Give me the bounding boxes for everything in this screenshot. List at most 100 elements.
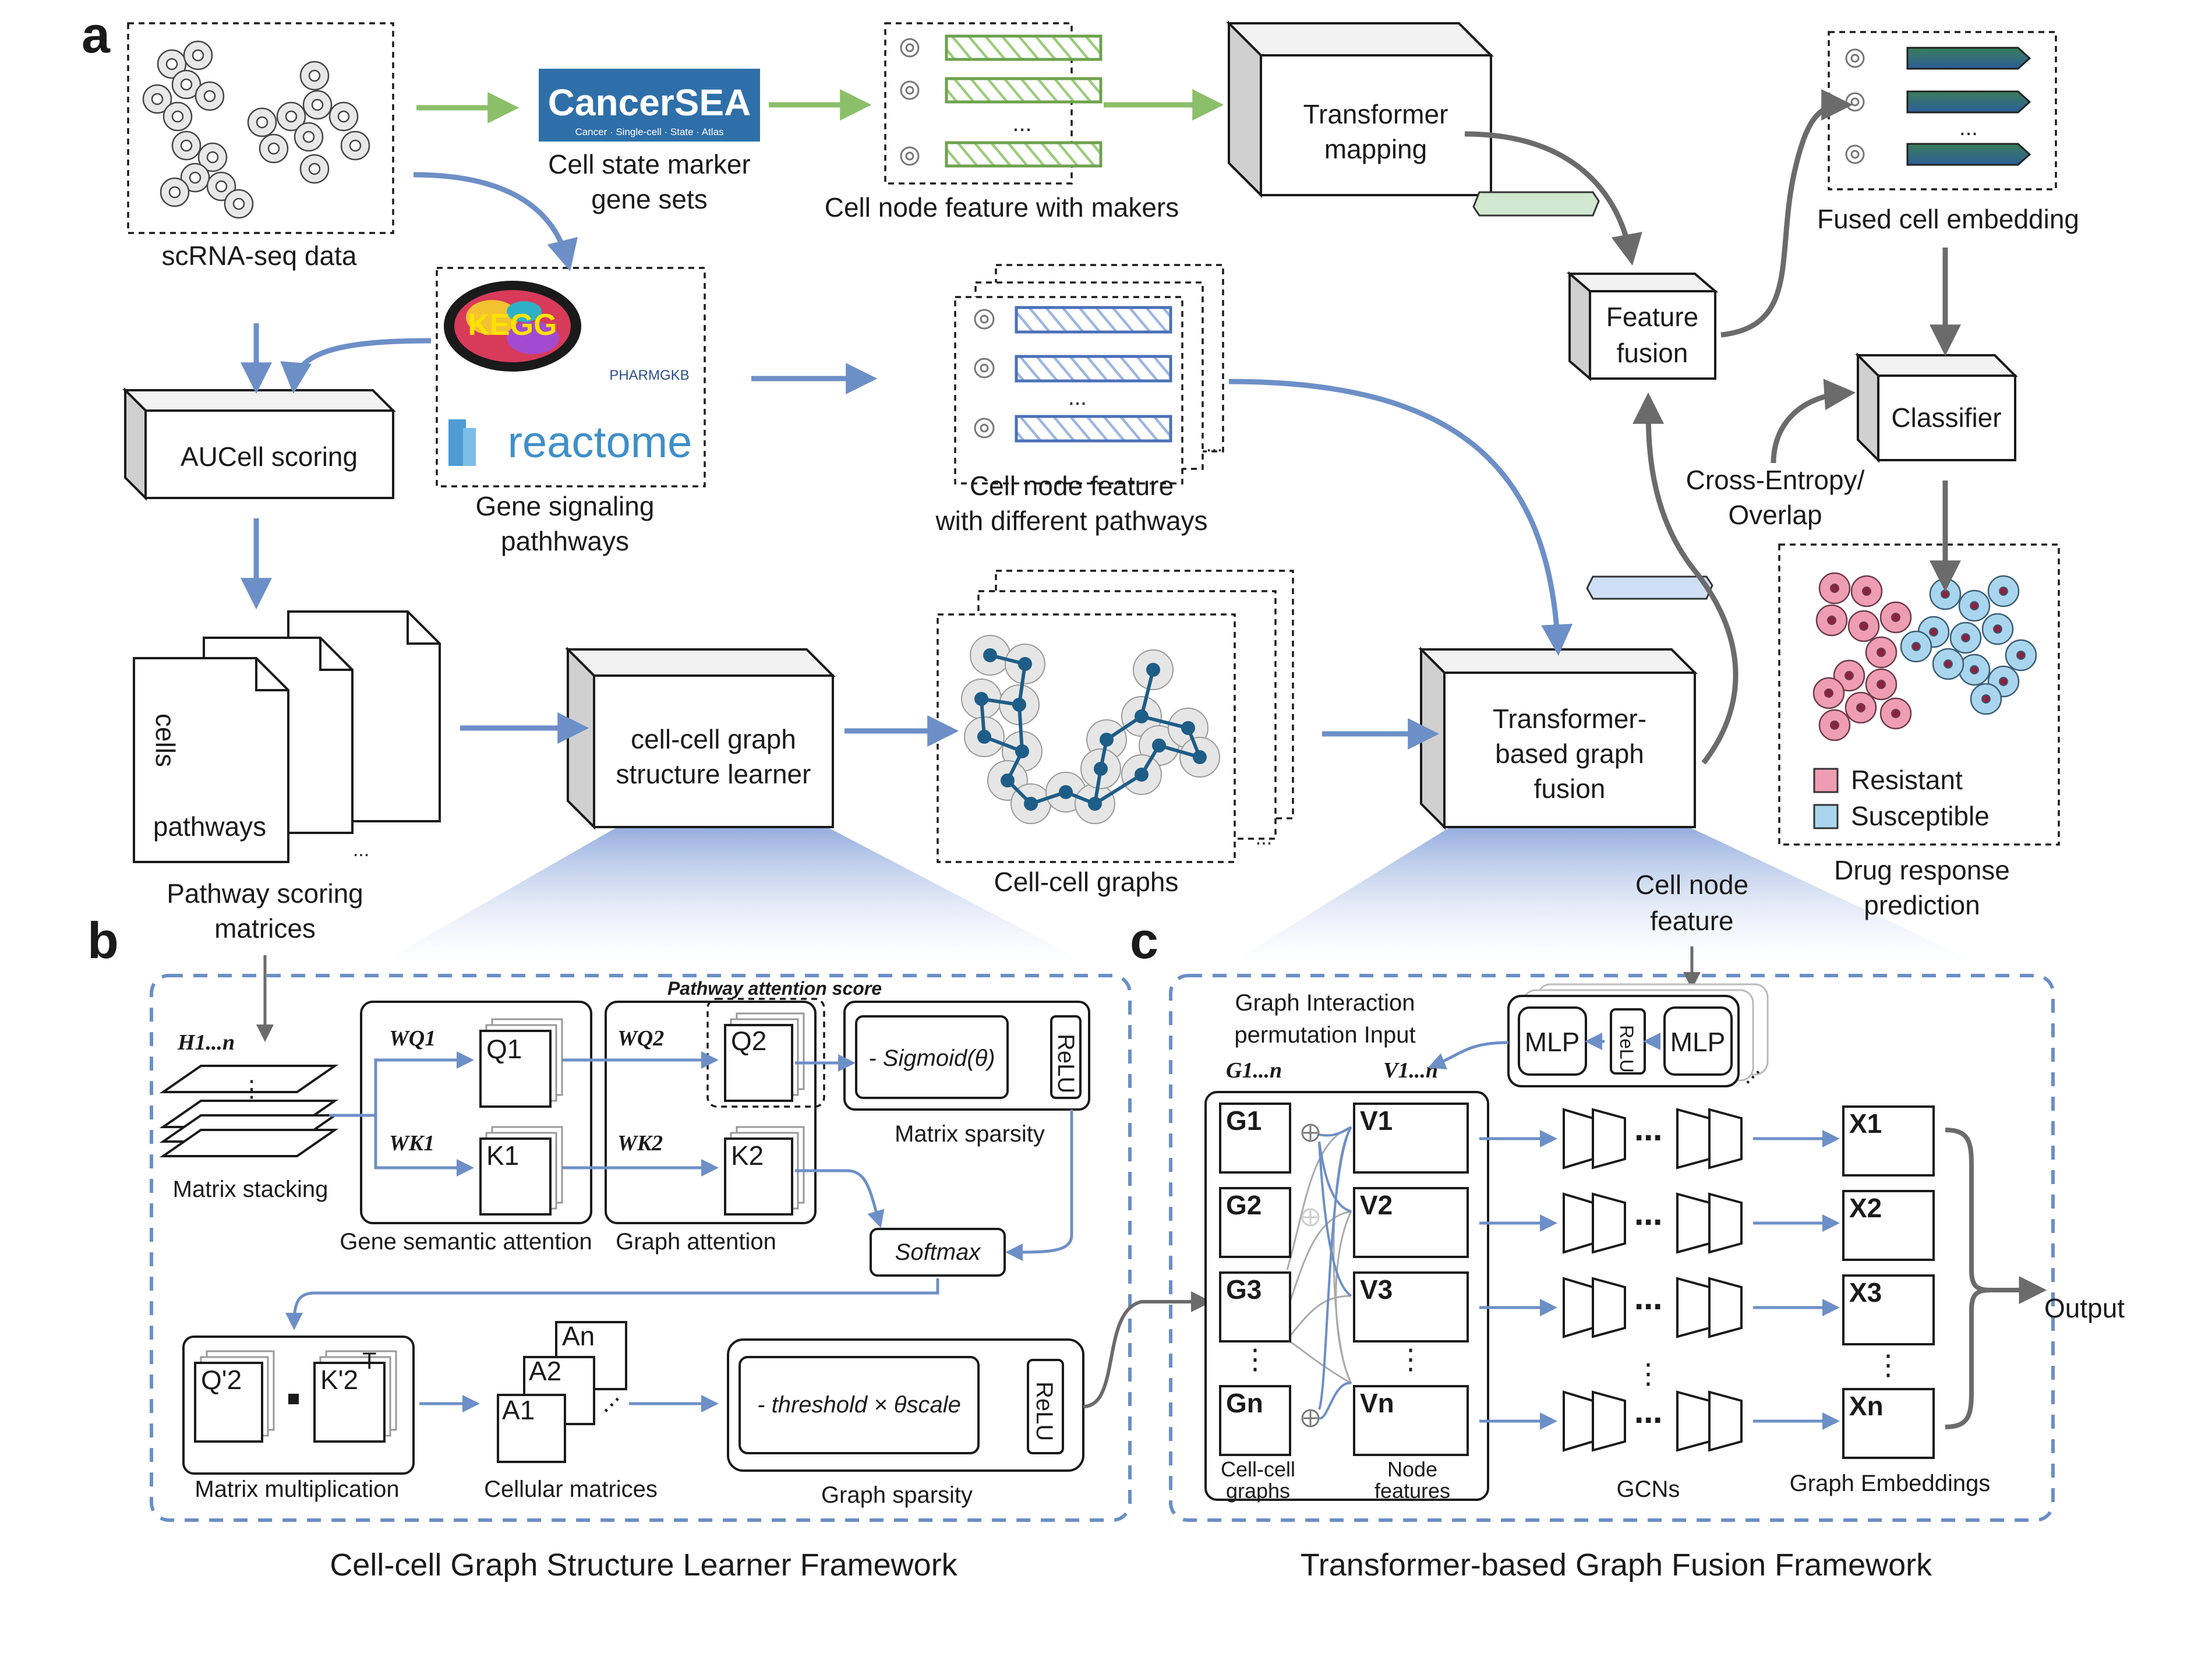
matrix-cells-label: cells	[150, 713, 181, 767]
graph-attention-arrows	[562, 1051, 719, 1177]
svg-text:reactome: reactome	[508, 418, 692, 467]
svg-text:⋯: ⋯	[1634, 1207, 1662, 1238]
scoring-label-line2: matrices	[214, 913, 316, 944]
scoring-matrices	[133, 610, 441, 863]
graph-learner-line1: cell-cell graph	[631, 724, 796, 754]
aucell-block	[122, 387, 396, 501]
gene-attention-label: Gene semantic attention	[340, 1229, 592, 1255]
k1-stack	[479, 1126, 563, 1216]
svg-text:⋮: ⋮	[240, 1076, 263, 1102]
fused-embedding-ellipsis: ...	[1959, 116, 1978, 140]
an-label: An	[562, 1321, 595, 1351]
a1-label: A1	[502, 1395, 535, 1425]
v2-label: V2	[1360, 1190, 1393, 1220]
node-items	[1353, 1103, 1469, 1456]
graph-fusion-block	[1418, 646, 1698, 830]
loss-label-line2: Overlap	[1728, 500, 1822, 530]
learner-fan	[379, 827, 1089, 964]
matrix-stack-icon: ⋮	[159, 1065, 339, 1157]
node-items-dots: ⋮	[1397, 1344, 1425, 1375]
svg-text:Cancer · Single-cell · State ·: Cancer · Single-cell · State · Atlas	[575, 126, 723, 137]
feature-fusion-line2: fusion	[1617, 338, 1688, 368]
x1-label: X1	[1849, 1108, 1882, 1139]
graph-items-dots: ⋮	[1241, 1344, 1269, 1375]
node-features-line1: Node	[1387, 1457, 1437, 1481]
q2p-label: Q'2	[201, 1365, 242, 1395]
softmax-label: Softmax	[895, 1239, 982, 1265]
pathway-feature-label-line1: Cell node feature	[970, 471, 1174, 501]
pathway-embedding-bar	[1586, 575, 1713, 600]
panel-c-caption: Transformer-based Graph Fusion Framework	[1301, 1548, 1932, 1582]
relu-label-b1: ReLU	[1053, 1034, 1079, 1093]
interaction-plus-icons	[1301, 1124, 1320, 1428]
svg-text:⋯: ⋯	[1634, 1405, 1662, 1436]
attention-score-highlight	[706, 998, 825, 1108]
marker-feature-panel	[884, 22, 1103, 185]
k2p-label: K'2	[320, 1365, 358, 1395]
grey-arrows-panel-a	[1464, 89, 1961, 765]
relu-label-b2: ReLU	[1031, 1382, 1057, 1441]
svg-text:⋮: ⋮	[1634, 1359, 1662, 1390]
transformer-mapping-block	[1226, 20, 1494, 198]
q1-label: Q1	[486, 1034, 522, 1064]
cellular-matrices-label: Cellular matrices	[484, 1476, 658, 1502]
panel-label-b: b	[87, 912, 119, 969]
signaling-label-line1: Gene signaling	[476, 491, 655, 521]
softmax-arrows	[285, 1110, 1073, 1331]
svg-text:⋯: ⋯	[594, 1387, 628, 1422]
matrices-ellipsis: ...	[353, 839, 369, 861]
k2-label: K2	[731, 1140, 764, 1171]
svg-text:KEGG: KEGG	[468, 308, 557, 342]
g3-label: G3	[1226, 1274, 1262, 1305]
cell-graphs-panel	[937, 570, 1294, 863]
v3-label: V3	[1360, 1274, 1393, 1305]
interaction-label-line2: permutation Input	[1234, 1022, 1415, 1048]
fused-embedding-label: Fused cell embedding	[1817, 204, 2079, 234]
threshold-box	[738, 1356, 980, 1454]
embedding-items	[1842, 1105, 1935, 1459]
green-arrows	[416, 89, 1224, 123]
svg-text:CancerSEA: CancerSEA	[548, 82, 751, 123]
g1-label: G1	[1226, 1105, 1262, 1136]
prediction-label-line1: Drug response	[1834, 855, 2010, 885]
interaction-links	[1286, 1126, 1352, 1384]
cancersea-logo: CancerSEA Cancer · Single-cell · State ·…	[539, 69, 760, 142]
classifier-label: Classifier	[1891, 402, 2001, 433]
svg-text:⋯: ⋯	[1634, 1292, 1662, 1323]
matrix-stacking-label: Matrix stacking	[173, 1177, 328, 1202]
q2-stack	[724, 1012, 805, 1102]
fused-embedding-panel	[1828, 31, 2057, 190]
panel-b-caption: Cell-cell Graph Structure Learner Framew…	[330, 1548, 957, 1582]
signaling-label-line2: pathhways	[501, 526, 629, 556]
graph-items	[1219, 1103, 1291, 1456]
embedding-dots: ⋮	[1874, 1350, 1902, 1381]
x2-label: X2	[1849, 1193, 1882, 1223]
gene-attention-arrows	[329, 1051, 475, 1177]
threshold-label: - threshold × θscale	[757, 1392, 961, 1418]
svg-text:PHARMGKB: PHARMGKB	[609, 368, 689, 383]
graph-learner-block	[565, 646, 836, 830]
mlp-label-2: MLP	[1670, 1027, 1726, 1057]
a2-label: A2	[529, 1356, 561, 1386]
multiply-dot	[288, 1394, 299, 1404]
pathway-feature-ellipsis: ...	[1068, 386, 1087, 410]
q2-label: Q2	[731, 1026, 766, 1056]
scrna-seq-label: scRNA-seq data	[162, 241, 357, 271]
q2p-stack	[194, 1350, 275, 1443]
cell-cell-graphs-line2: graphs	[1226, 1479, 1290, 1503]
graph-fusion-line3: fusion	[1534, 773, 1606, 804]
classifier-block	[1855, 352, 2018, 463]
vn-label: Vn	[1360, 1388, 1394, 1418]
relu-box-b1	[1050, 1015, 1082, 1099]
mlp-to-input-arrow	[1427, 1041, 1509, 1070]
signaling-pathways-panel: KEGG PHARMGKB reactome	[436, 267, 706, 487]
svg-text:⋯: ⋯	[1634, 1123, 1662, 1154]
graphs-ellipsis: ...	[1256, 827, 1272, 849]
wk1-label: WK1	[389, 1131, 434, 1156]
gcns-label: GCNs	[1617, 1476, 1680, 1502]
panel-b-frame	[150, 974, 1132, 1522]
softmax-box	[870, 1228, 1006, 1277]
pathway-feature-panel	[954, 264, 1224, 485]
relu-box-b2	[1027, 1359, 1064, 1454]
